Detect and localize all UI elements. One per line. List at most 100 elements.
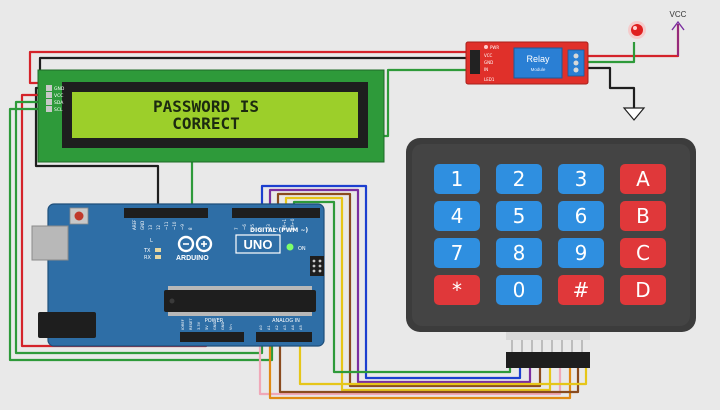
keypad-key-2[interactable]: 2: [496, 164, 542, 194]
relay-body: [513, 47, 563, 79]
keypad-key-face: [434, 238, 480, 268]
keypad-key-face: [620, 275, 666, 305]
analog-pin-a4: A4: [291, 325, 295, 330]
keypad-key-4[interactable]: 4: [434, 201, 480, 231]
arduino-logo-icon: [177, 235, 213, 253]
keypad-key-0[interactable]: 0: [496, 275, 542, 305]
digital-pin-6: ~6: [242, 224, 247, 230]
analog-pin-a3: A3: [283, 325, 287, 330]
relay-screw-2: [573, 60, 579, 66]
analog-pin-labels: A0 A1 A2 A3 A4 A5: [259, 325, 303, 330]
analog-pin-a1: A1: [267, 325, 271, 330]
lcd-pin-vcc: [46, 92, 52, 98]
digital-pin-4: 4: [258, 227, 263, 230]
lcd-pin-gnd: [46, 85, 52, 91]
relay-header: [470, 50, 480, 74]
wire-relay-nc: [586, 66, 636, 108]
logo-ring-left: [177, 235, 195, 253]
vcc-label: VCC: [670, 10, 687, 19]
keypad-key-face: [496, 164, 542, 194]
keypad-key-label: 1: [451, 167, 464, 191]
power-pin-3v3: 3.3V: [197, 321, 201, 330]
keypad-key-label: 7: [451, 241, 464, 265]
keypad-key-face: [434, 201, 480, 231]
keypad-key-face: [558, 275, 604, 305]
ground-icon: [622, 107, 646, 121]
keypad-key-c[interactable]: C: [620, 238, 666, 268]
power-header-label: POWER: [205, 318, 224, 324]
relay-pin-label-pwr: PWR: [490, 45, 499, 50]
keypad-key-face: [620, 201, 666, 231]
digital-header-left: [124, 208, 208, 218]
lcd-line-1: PASSWORD IS: [153, 97, 259, 116]
lcd-pin-label-gnd: GND: [54, 86, 65, 92]
relay-module: Relay Module PWR VCC GND IN LED1: [465, 41, 589, 85]
relay-screw-1: [573, 53, 579, 59]
keypad-key-1[interactable]: 1: [434, 164, 480, 194]
led-body: [631, 24, 643, 36]
analog-header-label: ANALOG IN: [272, 318, 300, 324]
vcc-symbol: VCC: [670, 10, 687, 56]
lcd-pin-label-vcc: VCC: [54, 93, 63, 99]
wire-lcd-scl: [8, 107, 274, 362]
keypad-key-face: [620, 238, 666, 268]
chip-notch: [169, 298, 175, 304]
wire-keypad-4: [284, 196, 552, 392]
keypad-key-label: 3: [575, 167, 588, 191]
analog-pin-a5: A5: [299, 325, 303, 330]
digital-pin-8: 8: [188, 227, 193, 230]
keypad-key-8[interactable]: 8: [496, 238, 542, 268]
power-pin-5v: 5V: [205, 325, 209, 330]
keypad-key-5[interactable]: 5: [496, 201, 542, 231]
keypad-key-label: 2: [513, 167, 526, 191]
icsp-header: [310, 256, 324, 276]
power-pin-labels: IOREF RESET 3.3V 5V GND GND Vin: [181, 318, 233, 330]
chip-pins-top: [168, 286, 312, 290]
keypad-key-9[interactable]: 9: [558, 238, 604, 268]
keypad-key-d[interactable]: D: [620, 275, 666, 305]
relay-pin-label-gnd: GND: [484, 60, 493, 65]
keypad-key-face: [496, 238, 542, 268]
keypad-key-a[interactable]: A: [620, 164, 666, 194]
lcd-pin-header: GND VCC SDA SCL: [46, 85, 65, 113]
power-pin-vin: Vin: [229, 324, 233, 330]
keypad-key-label: B: [636, 204, 650, 228]
lcd-pin-label-sda: SDA: [54, 100, 64, 106]
icsp-body: [310, 256, 324, 276]
usb-port: [31, 225, 69, 261]
keypad-key-label: 9: [575, 241, 588, 265]
l-label: L: [150, 238, 153, 244]
keypad-key-6[interactable]: 6: [558, 201, 604, 231]
keypad-key-label: 6: [575, 204, 588, 228]
wire-keypad-2: [268, 188, 532, 384]
output-led: [628, 21, 646, 39]
icsp-pin: [312, 269, 316, 273]
wire-relay-vcc: [28, 50, 466, 85]
digital-pin-13: 13: [148, 224, 153, 230]
power-header: [180, 332, 244, 342]
on-label: ON: [298, 246, 306, 252]
rx-label: RX: [144, 255, 151, 261]
digital-header-right: [232, 208, 320, 218]
keypad-key-b[interactable]: B: [620, 201, 666, 231]
keypad-key-3[interactable]: 3: [558, 164, 604, 194]
wire-keypad-5: [258, 332, 562, 396]
keypad-key-hash[interactable]: #: [558, 275, 604, 305]
analog-header: [256, 332, 312, 342]
logo-ring-right: [195, 235, 213, 253]
reset-button-cap: [74, 211, 84, 221]
keypad-key-face: [496, 201, 542, 231]
relay-label: Relay: [526, 54, 550, 64]
keypad-key-face: [496, 275, 542, 305]
keypad-key-star[interactable]: *: [434, 275, 480, 305]
keypad-key-face: [558, 201, 604, 231]
arduino-model: UNO: [244, 237, 273, 252]
icsp-pin: [318, 269, 322, 273]
uno-badge: [235, 234, 281, 254]
keypad-key-7[interactable]: 7: [434, 238, 480, 268]
wire-keypad-8: [298, 332, 588, 386]
relay-pin-label-led1: LED1: [484, 77, 495, 82]
